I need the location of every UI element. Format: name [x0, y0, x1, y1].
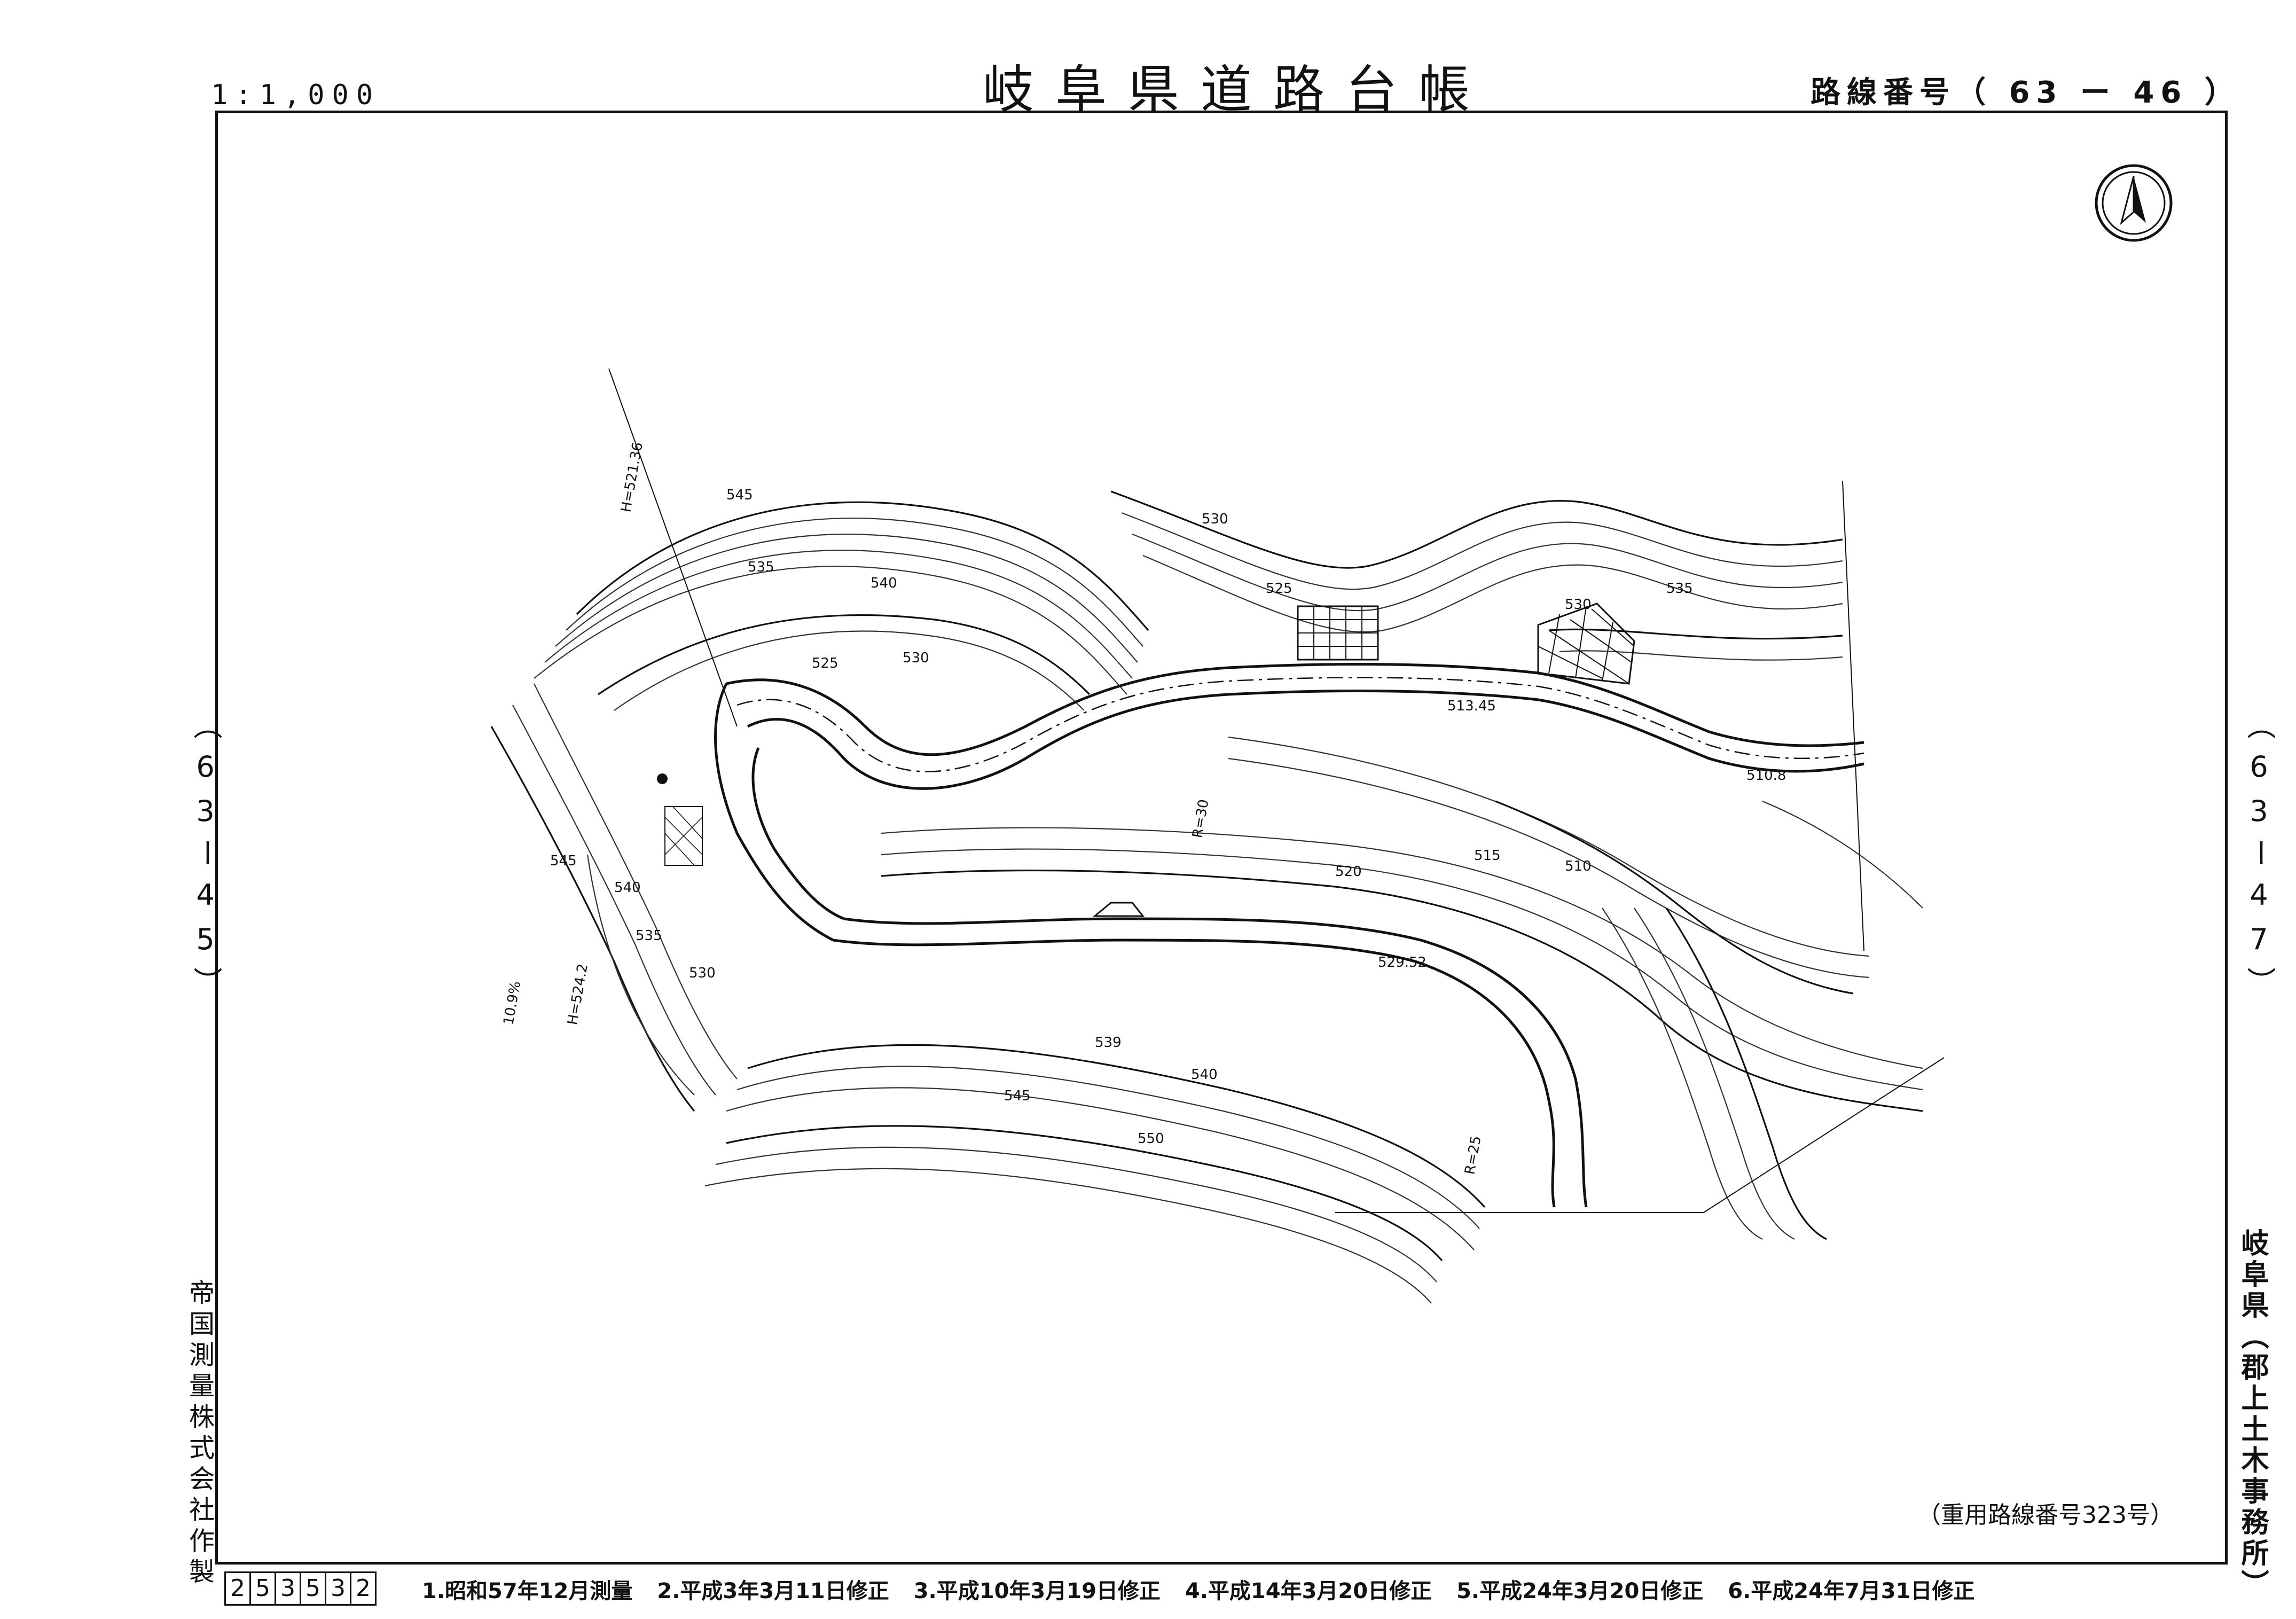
adjacent-sheet-left[interactable]: （63ー45） [189, 710, 222, 1006]
revision-item: 5.平成24年3月20日修正 [1456, 1579, 1704, 1604]
route-number: 路線番号（ 63 ー 46 ） [1811, 75, 2241, 110]
adjacent-sheet-right[interactable]: （63ー47） [2242, 710, 2276, 1006]
sheet-code-digit: 2 [356, 1575, 371, 1602]
overlap-route-note: （重用路線番号323号） [1917, 1501, 2174, 1529]
map-title: 岐阜県道路台帳 [983, 60, 1491, 120]
sheet-code-box: 2 5 3 5 3 2 [224, 1571, 377, 1606]
sheet-code-digit: 3 [326, 1573, 351, 1604]
revision-item: 2.平成3年3月11日修正 [657, 1579, 889, 1604]
revision-item: 1.昭和57年12月測量 [422, 1579, 633, 1604]
revision-item: 4.平成14年3月20日修正 [1185, 1579, 1432, 1604]
map-frame [215, 111, 2228, 1565]
revision-item: 3.平成10年3月19日修正 [913, 1579, 1161, 1604]
surveyor-company: 帝国測量株式会社作製 [184, 1279, 214, 1589]
sheet-code-digit: 5 [251, 1573, 276, 1604]
north-arrow-icon [2095, 164, 2173, 242]
revision-item: 6.平成24年7月31日修正 [1728, 1579, 1975, 1604]
sheet-code-digit: 3 [276, 1573, 301, 1604]
issuing-office: 岐阜県（郡上土木事務所） [2236, 1229, 2268, 1600]
sheet-code-digit: 5 [301, 1573, 326, 1604]
map-scale: 1:1,000 [211, 79, 381, 111]
sheet-code-digit: 2 [226, 1573, 251, 1604]
revision-history: 1.昭和57年12月測量 2.平成3年3月11日修正 3.平成10年3月19日修… [422, 1574, 1974, 1605]
